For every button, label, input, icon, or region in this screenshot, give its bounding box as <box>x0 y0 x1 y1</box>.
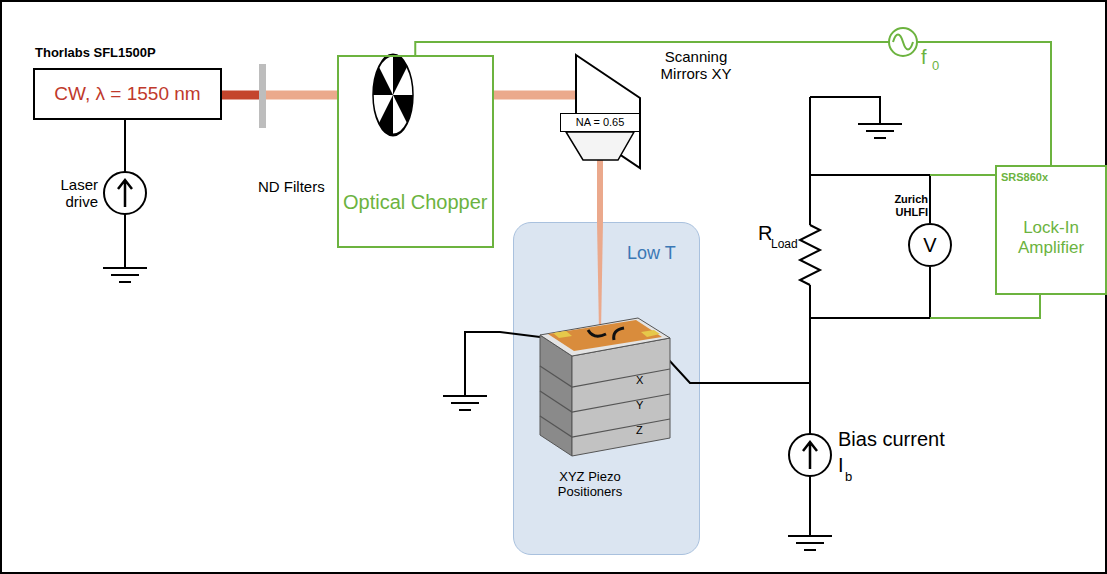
chopper-wheel <box>373 55 413 135</box>
sample-stage-part <box>553 331 572 338</box>
focused-beam <box>597 132 603 222</box>
sample-stage-part <box>540 391 670 412</box>
reference-source <box>889 28 917 56</box>
node-text: V <box>923 234 936 257</box>
sample-stage-part <box>656 346 810 383</box>
component-label: ND Filters <box>258 178 325 195</box>
node-text: CW, λ = 1550 nm <box>54 83 200 105</box>
node-heading: Thorlabs SFL1500P <box>35 46 156 61</box>
wire <box>809 476 811 530</box>
objective-label-box: NA = 0.65 <box>560 113 640 132</box>
scanning-mirror <box>576 55 640 168</box>
sample-stage-part <box>540 335 572 456</box>
art-part <box>393 55 407 95</box>
sample-stage-part <box>465 332 548 390</box>
nd-filter <box>259 64 266 128</box>
wire <box>809 97 811 434</box>
source-label: Laser drive <box>40 176 98 211</box>
art-part <box>373 55 413 135</box>
voltmeter-circle: Zurich UHLFIV <box>908 223 952 267</box>
frequency-symbol: f <box>921 46 927 69</box>
art-part <box>393 95 413 123</box>
axis-label: Y <box>636 399 643 412</box>
node-text: NA = 0.65 <box>576 116 625 129</box>
ground-symbol <box>443 390 487 410</box>
ground-symbol <box>788 530 832 550</box>
node-heading: Zurich UHLFI <box>860 193 928 218</box>
ground-symbol <box>858 118 902 138</box>
laser-box: Thorlabs SFL1500PCW, λ = 1550 nm <box>33 68 222 120</box>
current-subscript: b <box>845 470 852 485</box>
sample-stage-part <box>572 338 670 456</box>
laser-beam <box>494 95 600 113</box>
resistor-symbol <box>800 225 820 285</box>
reference-signal-wire <box>415 42 1051 165</box>
low-temperature-region: Low T <box>513 222 700 555</box>
sample-stage-part <box>588 328 624 340</box>
node-text: Optical Chopper <box>343 191 488 214</box>
axis-label: Z <box>636 424 643 437</box>
wire <box>124 120 126 262</box>
ground-symbol <box>103 262 147 282</box>
art-part <box>373 67 393 95</box>
node-heading: SRS860x <box>1001 171 1048 184</box>
laser-beam <box>222 91 337 100</box>
sample-stage <box>465 222 810 456</box>
source-label: Bias current <box>838 428 945 451</box>
wire <box>810 97 880 118</box>
objective-lens <box>566 132 634 160</box>
sample-stage-part <box>548 320 662 351</box>
resistor-subscript: Load <box>771 238 798 252</box>
sample-stage-part <box>597 222 603 332</box>
resistor-label: R <box>758 222 772 245</box>
current-source-symbol <box>104 172 146 214</box>
art-part <box>379 95 393 135</box>
current-symbol: I <box>838 454 844 477</box>
current-source-symbol <box>789 434 831 476</box>
component-label: Scanning Mirrors XY <box>646 48 746 83</box>
node-text: Low T <box>627 243 676 264</box>
sample-stage-part <box>540 416 670 437</box>
component-label: XYZ Piezo Positioners <box>530 470 650 500</box>
frequency-subscript: 0 <box>932 59 939 74</box>
chopper-box: Optical Chopper <box>337 55 494 248</box>
lock-in-amplifier-box: SRS860xLock-In Amplifier <box>995 165 1107 295</box>
sample-stage-part <box>540 318 670 356</box>
sine-symbol <box>893 35 913 50</box>
node-text: Lock-In Amplifier <box>1001 218 1101 257</box>
sample-stage-part <box>641 330 660 337</box>
axis-label: X <box>636 374 643 387</box>
sample-stage-part <box>540 366 670 387</box>
